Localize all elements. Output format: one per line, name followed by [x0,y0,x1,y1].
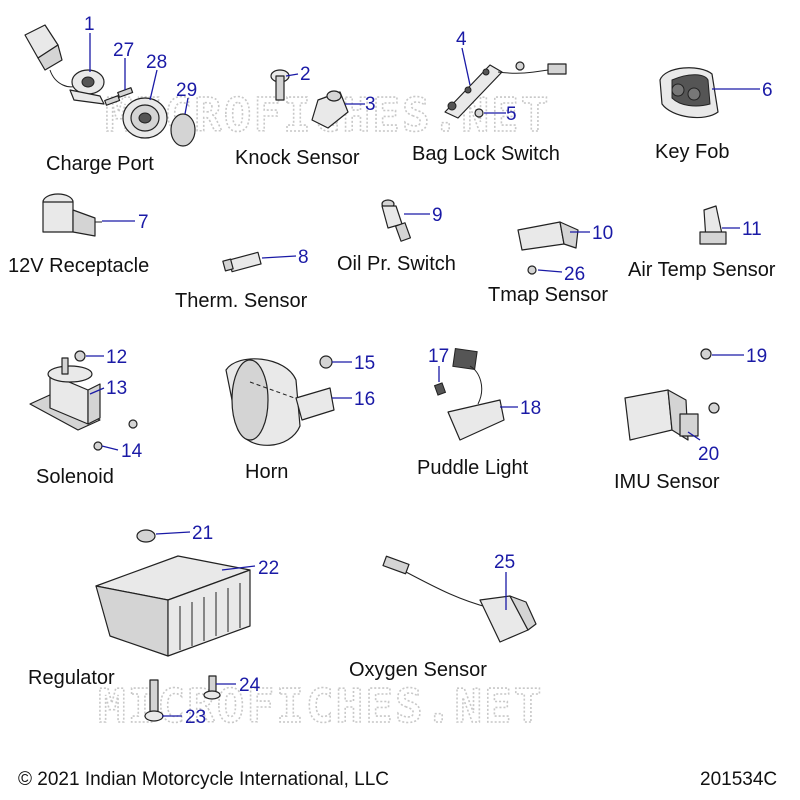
air-temp-sensor-part[interactable] [699,205,727,245]
callout-6: 6 [762,80,773,101]
callout-26: 26 [564,264,585,285]
horn-part[interactable] [225,355,335,446]
label-puddle-light: Puddle Light [417,457,529,479]
label-tmap-sensor: Tmap Sensor [488,284,608,306]
callout-15: 15 [354,353,375,374]
callout-23: 23 [185,707,206,728]
callout-13: 13 [106,378,127,399]
callout-5: 5 [506,104,517,125]
knock-sensor-part[interactable] [270,69,349,129]
label-imu-sensor: IMU Sensor [614,471,720,493]
bag-lock-switch-part[interactable] [444,61,567,119]
label-therm-sensor: Therm. Sensor [175,290,308,312]
label-solenoid: Solenoid [36,466,114,488]
label-regulator: Regulator [28,667,115,689]
label-charge-port: Charge Port [46,153,154,175]
callout-25: 25 [494,552,515,573]
callout-17: 17 [428,346,449,367]
callout-19: 19 [746,346,767,367]
callout-8: 8 [298,247,309,268]
callout-3: 3 [365,94,376,115]
label-12v-receptacle: 12V Receptacle [8,255,149,277]
callout-22: 22 [258,558,279,579]
key-fob-part[interactable] [659,67,719,119]
label-oil-pressure-switch: Oil Pr. Switch [337,253,456,275]
therm-sensor-part[interactable] [222,251,262,273]
callout-20: 20 [698,444,719,465]
charge-port-assembly[interactable] [24,24,196,147]
tmap-sensor-part[interactable] [517,221,579,275]
label-knock-sensor: Knock Sensor [235,147,360,169]
callout-10: 10 [592,223,613,244]
label-bag-lock-switch: Bag Lock Switch [412,143,560,165]
oxygen-sensor-part[interactable] [382,555,537,643]
callout-14: 14 [121,441,143,462]
callout-9: 9 [432,205,443,226]
callout-1: 1 [84,14,95,35]
callout-4: 4 [456,29,467,50]
callout-12: 12 [106,347,127,368]
watermark-bottom: MICROFICHES.NET [98,679,543,733]
label-key-fob: Key Fob [655,141,729,163]
callout-21: 21 [192,523,213,544]
callout-29: 29 [176,80,197,101]
label-air-temp-sensor: Air Temp Sensor [628,259,776,281]
label-horn: Horn [245,461,288,483]
solenoid-part[interactable] [29,350,138,451]
label-oxygen-sensor: Oxygen Sensor [349,659,487,681]
imu-sensor-part[interactable] [624,348,720,441]
callout-16: 16 [354,389,375,410]
callout-28: 28 [146,52,167,73]
puddle-light-part[interactable] [433,347,505,441]
receptacle-part[interactable] [42,193,102,237]
callout-2: 2 [300,64,311,85]
regulator-part[interactable] [95,529,251,722]
callout-18: 18 [520,398,541,419]
callout-24: 24 [239,675,261,696]
callout-7: 7 [138,212,149,233]
callout-27: 27 [113,40,134,61]
copyright-text: © 2021 Indian Motorcycle International, … [18,769,389,790]
oil-pressure-switch-part[interactable] [381,199,412,242]
diagram-id: 201534C [700,769,777,790]
callout-11: 11 [742,219,762,240]
